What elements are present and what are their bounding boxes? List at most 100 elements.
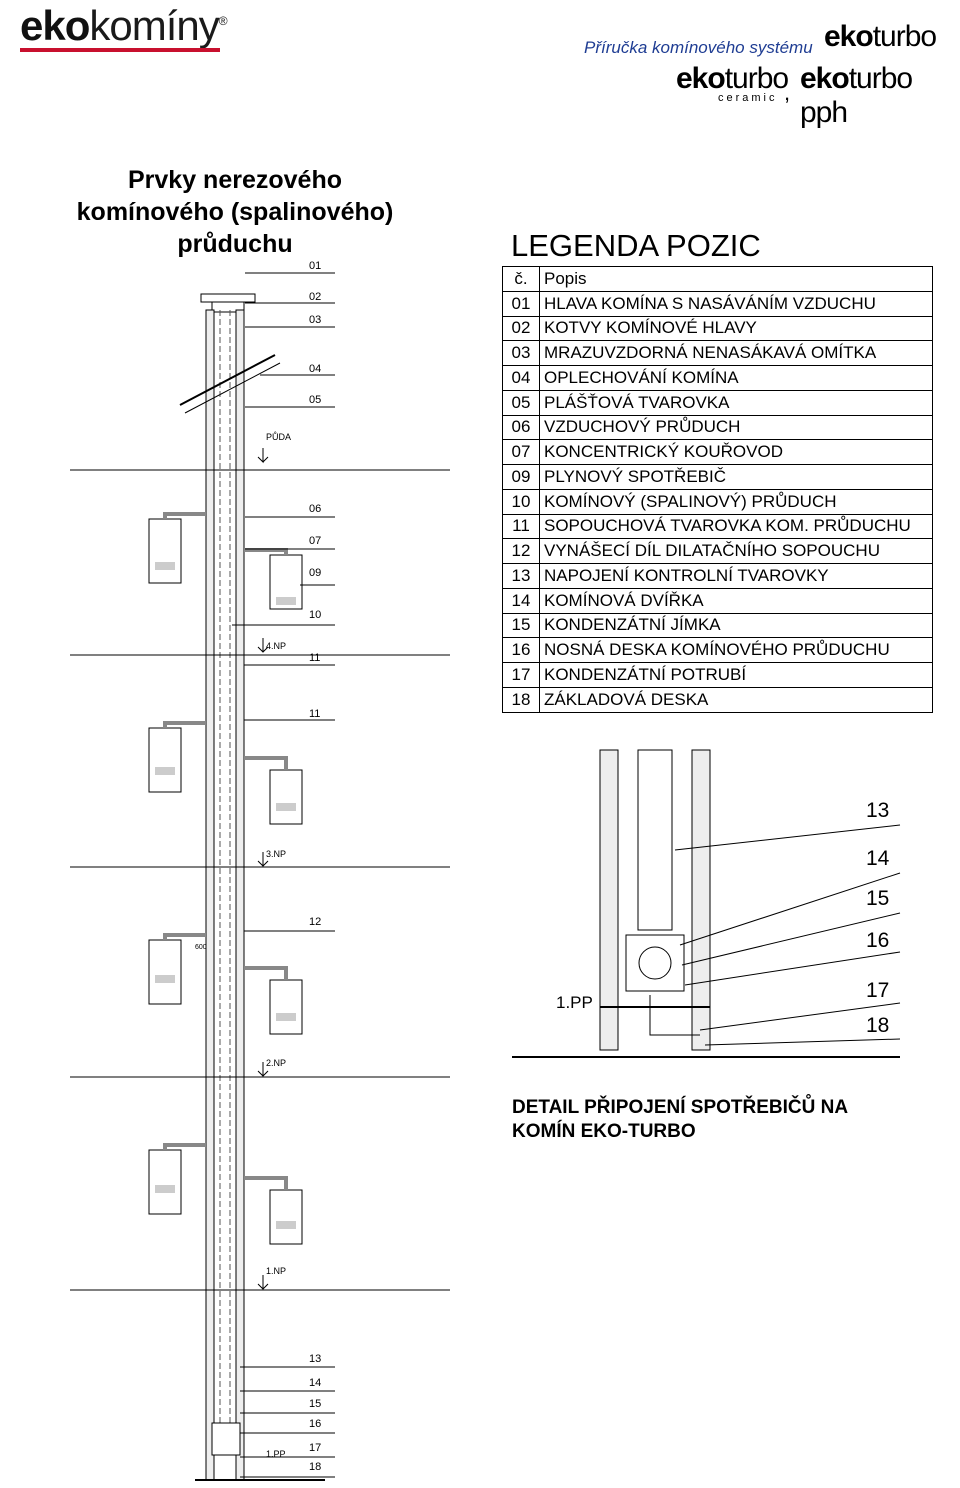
level-1np-label: 1.NP [266, 1266, 287, 1276]
logo-underline [20, 48, 220, 52]
legend-head-num: č. [502, 266, 540, 292]
callout-04: 04 [309, 363, 322, 375]
title-line-1: Prvky nerezového [128, 166, 342, 194]
detail-drawing [512, 749, 901, 1058]
level-arrow-2np [257, 1062, 269, 1077]
legend-row-desc: NAPOJENÍ KONTROLNÍ TVAROVKY [539, 563, 933, 589]
detail-door-ring [638, 946, 672, 980]
logo-kominy-text: komíny [89, 2, 219, 49]
chimney-section-drawing [70, 272, 450, 1481]
legend-row-num: 09 [502, 464, 540, 490]
callout-13: 13 [309, 1353, 322, 1365]
legend-row-desc: KONDENZÁTNÍ JÍMKA [539, 612, 933, 639]
brand1-eko: eko [824, 20, 874, 53]
legend-row-num: 15 [502, 612, 540, 639]
title-line-2: komínového (spalinového) [76, 198, 394, 226]
callout-01: 01 [309, 260, 322, 272]
chimney-head [211, 301, 245, 313]
callout-11b: 11 [309, 708, 321, 720]
callout-05: 05 [309, 394, 322, 406]
legend-row-num: 02 [502, 315, 540, 342]
detail-title-line-2: KOMÍN EKO-TURBO [512, 1121, 696, 1142]
brand3-rest: turbo pph [800, 62, 913, 129]
legend-row-num: 14 [502, 587, 540, 614]
legend-row-desc: ZÁKLADOVÁ DESKA [539, 686, 933, 713]
callout-16: 16 [309, 1418, 322, 1430]
legend-row-num: 04 [502, 365, 540, 391]
ekoturbo-ceramic-logo: ekoturbo [676, 62, 789, 96]
callout-09: 09 [309, 567, 322, 579]
detail-label-14: 14 [866, 847, 890, 870]
callout-17: 17 [309, 1442, 322, 1454]
legend-row-desc: KONDENZÁTNÍ POTRUBÍ [539, 662, 933, 688]
level-arrow-4np [257, 638, 269, 653]
page-title: Prvky nerezového komínového (spalinového… [40, 164, 430, 260]
chimney-wall-left [205, 309, 215, 1481]
brand-separator: , [784, 80, 791, 105]
callout-12: 12 [309, 916, 322, 928]
ekokominy-logo: ekokomíny® [20, 2, 228, 50]
detail-flue [637, 749, 673, 931]
legend-row-desc: VZDUCHOVÝ PRŮDUCH [539, 414, 933, 441]
detail-leaders [674, 824, 901, 1046]
level-arrow-attic [257, 448, 269, 464]
logo-registered-mark: ® [218, 14, 228, 28]
legend-row-num: 12 [502, 538, 540, 564]
boilers-2np [148, 933, 303, 1035]
legend-row-num: 01 [502, 290, 540, 317]
title-line-3: průduchu [177, 230, 293, 258]
legend-row-num: 10 [502, 488, 540, 515]
legend-head-desc: Popis [539, 266, 933, 292]
legend-row-num: 06 [502, 414, 540, 441]
detail-title: DETAIL PŘIPOJENÍ SPOTŘEBIČŮ NA KOMÍN EKO… [512, 1096, 848, 1144]
legend-row-desc: SOPOUCHOVÁ TVAROVKA KOM. PRŮDUCHU [539, 513, 933, 540]
legend-row-num: 17 [502, 662, 540, 688]
callout-15: 15 [309, 1398, 322, 1410]
legend-row-num: 13 [502, 563, 540, 589]
dimension-label: 600 [195, 944, 207, 951]
detail-condensate-pipe [649, 995, 700, 1036]
brand2-sub: ceramic [718, 92, 778, 104]
detail-label-17: 17 [866, 979, 890, 1002]
callout-leaders [232, 272, 335, 1478]
logo-eko-text: eko [20, 2, 90, 49]
level-attic-label: PŮDA [266, 432, 292, 442]
header-note: Příručka komínového systému [584, 38, 813, 57]
legend-row-desc: MRAZUVZDORNÁ NENASÁKAVÁ OMÍTKA [539, 340, 933, 366]
legend-row-num: 05 [502, 389, 540, 416]
legend-row-num: 18 [502, 686, 540, 713]
detail-inspection-door [625, 934, 685, 992]
legend-row-desc: KOMÍNOVÁ DVÍŘKA [539, 587, 933, 614]
callout-10: 10 [309, 609, 322, 621]
callout-02: 02 [309, 291, 322, 303]
detail-wall-left [599, 749, 619, 1051]
legend-row-desc: KOMÍNOVÝ (SPALINOVÝ) PRŮDUCH [539, 488, 933, 515]
brand2-rest: turbo [724, 62, 789, 95]
detail-level-1pp: 1.PP [556, 993, 593, 1012]
legend-row-desc: OPLECHOVÁNÍ KOMÍNA [539, 365, 933, 391]
legend-row-num: 07 [502, 439, 540, 465]
detail-label-18: 18 [866, 1014, 890, 1037]
level-3np-label: 3.NP [266, 849, 287, 859]
callout-18: 18 [309, 1461, 322, 1473]
legend-row-desc: KOTVY KOMÍNOVÉ HLAVY [539, 315, 933, 342]
detail-label-15: 15 [866, 887, 890, 910]
detail-label-16: 16 [866, 929, 890, 952]
detail-title-line-1: DETAIL PŘIPOJENÍ SPOTŘEBIČŮ NA [512, 1097, 849, 1118]
legend-row-num: 03 [502, 340, 540, 366]
detail-label-13: 13 [866, 799, 890, 822]
